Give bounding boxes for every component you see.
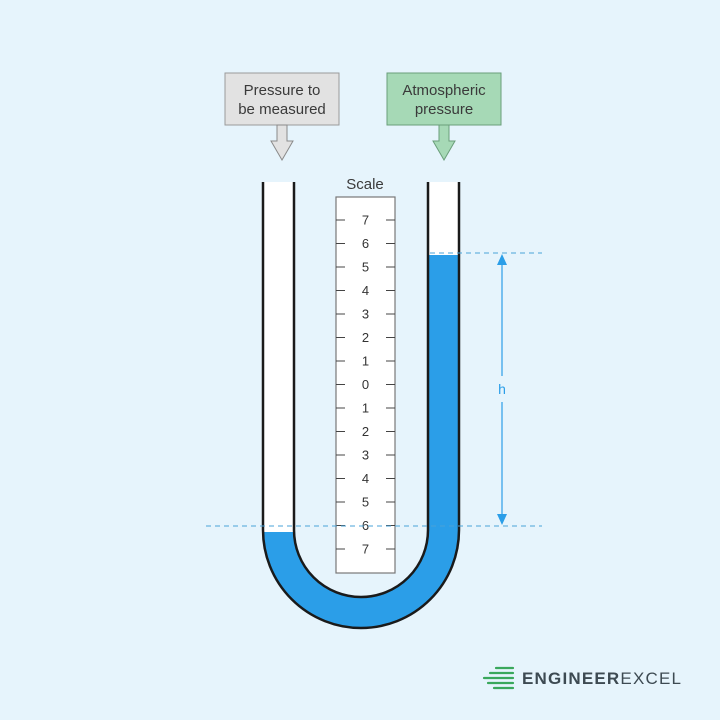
atmospheric-pressure-box [386, 72, 502, 126]
scale-tick-label: 5 [362, 260, 369, 275]
pressure-measured-box [224, 72, 340, 126]
scale-tick-label: 3 [362, 307, 369, 322]
scale-tick-label: 6 [362, 518, 369, 533]
height-label: h [498, 381, 506, 397]
scale-tick-label: 1 [362, 401, 369, 416]
scale-tick-label: 3 [362, 448, 369, 463]
height-arrow-up-icon [497, 254, 507, 265]
pressure-measured-arrow-icon [270, 124, 294, 161]
brand-part2: EXCEL [620, 669, 682, 688]
u-tube-outer-wall [261, 182, 461, 630]
atmospheric-pressure-callout: Atmospheric pressure [386, 72, 502, 161]
scale-tick-label: 6 [362, 236, 369, 251]
manometer-fluid [263, 255, 459, 628]
atmospheric-arrow-icon [432, 124, 456, 161]
scale-tick-label: 4 [362, 471, 369, 486]
pressure-measured-label-line1: Pressure to [244, 82, 321, 99]
scale-ticks: 7 6 5 4 3 2 1 0 1 2 3 4 5 6 7 [336, 213, 395, 557]
pressure-measured-label-line2: be measured [238, 101, 326, 118]
scale-tick-label: 0 [362, 377, 369, 392]
scale-tick-label: 7 [362, 213, 369, 228]
u-tube-inner-wall [292, 182, 430, 599]
height-arrow-down-icon [497, 514, 507, 525]
scale-tick-label: 7 [362, 542, 369, 557]
height-difference-indicator: h [497, 254, 507, 525]
atmospheric-label-line2: pressure [415, 101, 473, 118]
scale-tick-label: 2 [362, 330, 369, 345]
scale-board [335, 196, 396, 574]
scale-tick-label: 4 [362, 283, 369, 298]
pressure-measured-callout: Pressure to be measured [224, 72, 340, 161]
brand-part1: ENGINEER [522, 669, 620, 688]
scale-title: Scale [346, 176, 384, 193]
engineerexcel-logo-icon [482, 666, 515, 690]
engineerexcel-wordmark: ENGINEEREXCEL [522, 669, 682, 688]
scale-tick-label: 1 [362, 354, 369, 369]
scale-tick-label: 5 [362, 495, 369, 510]
atmospheric-label-line1: Atmospheric [402, 82, 486, 99]
engineerexcel-logo: ENGINEEREXCEL [482, 666, 682, 690]
scale-tick-label: 2 [362, 424, 369, 439]
